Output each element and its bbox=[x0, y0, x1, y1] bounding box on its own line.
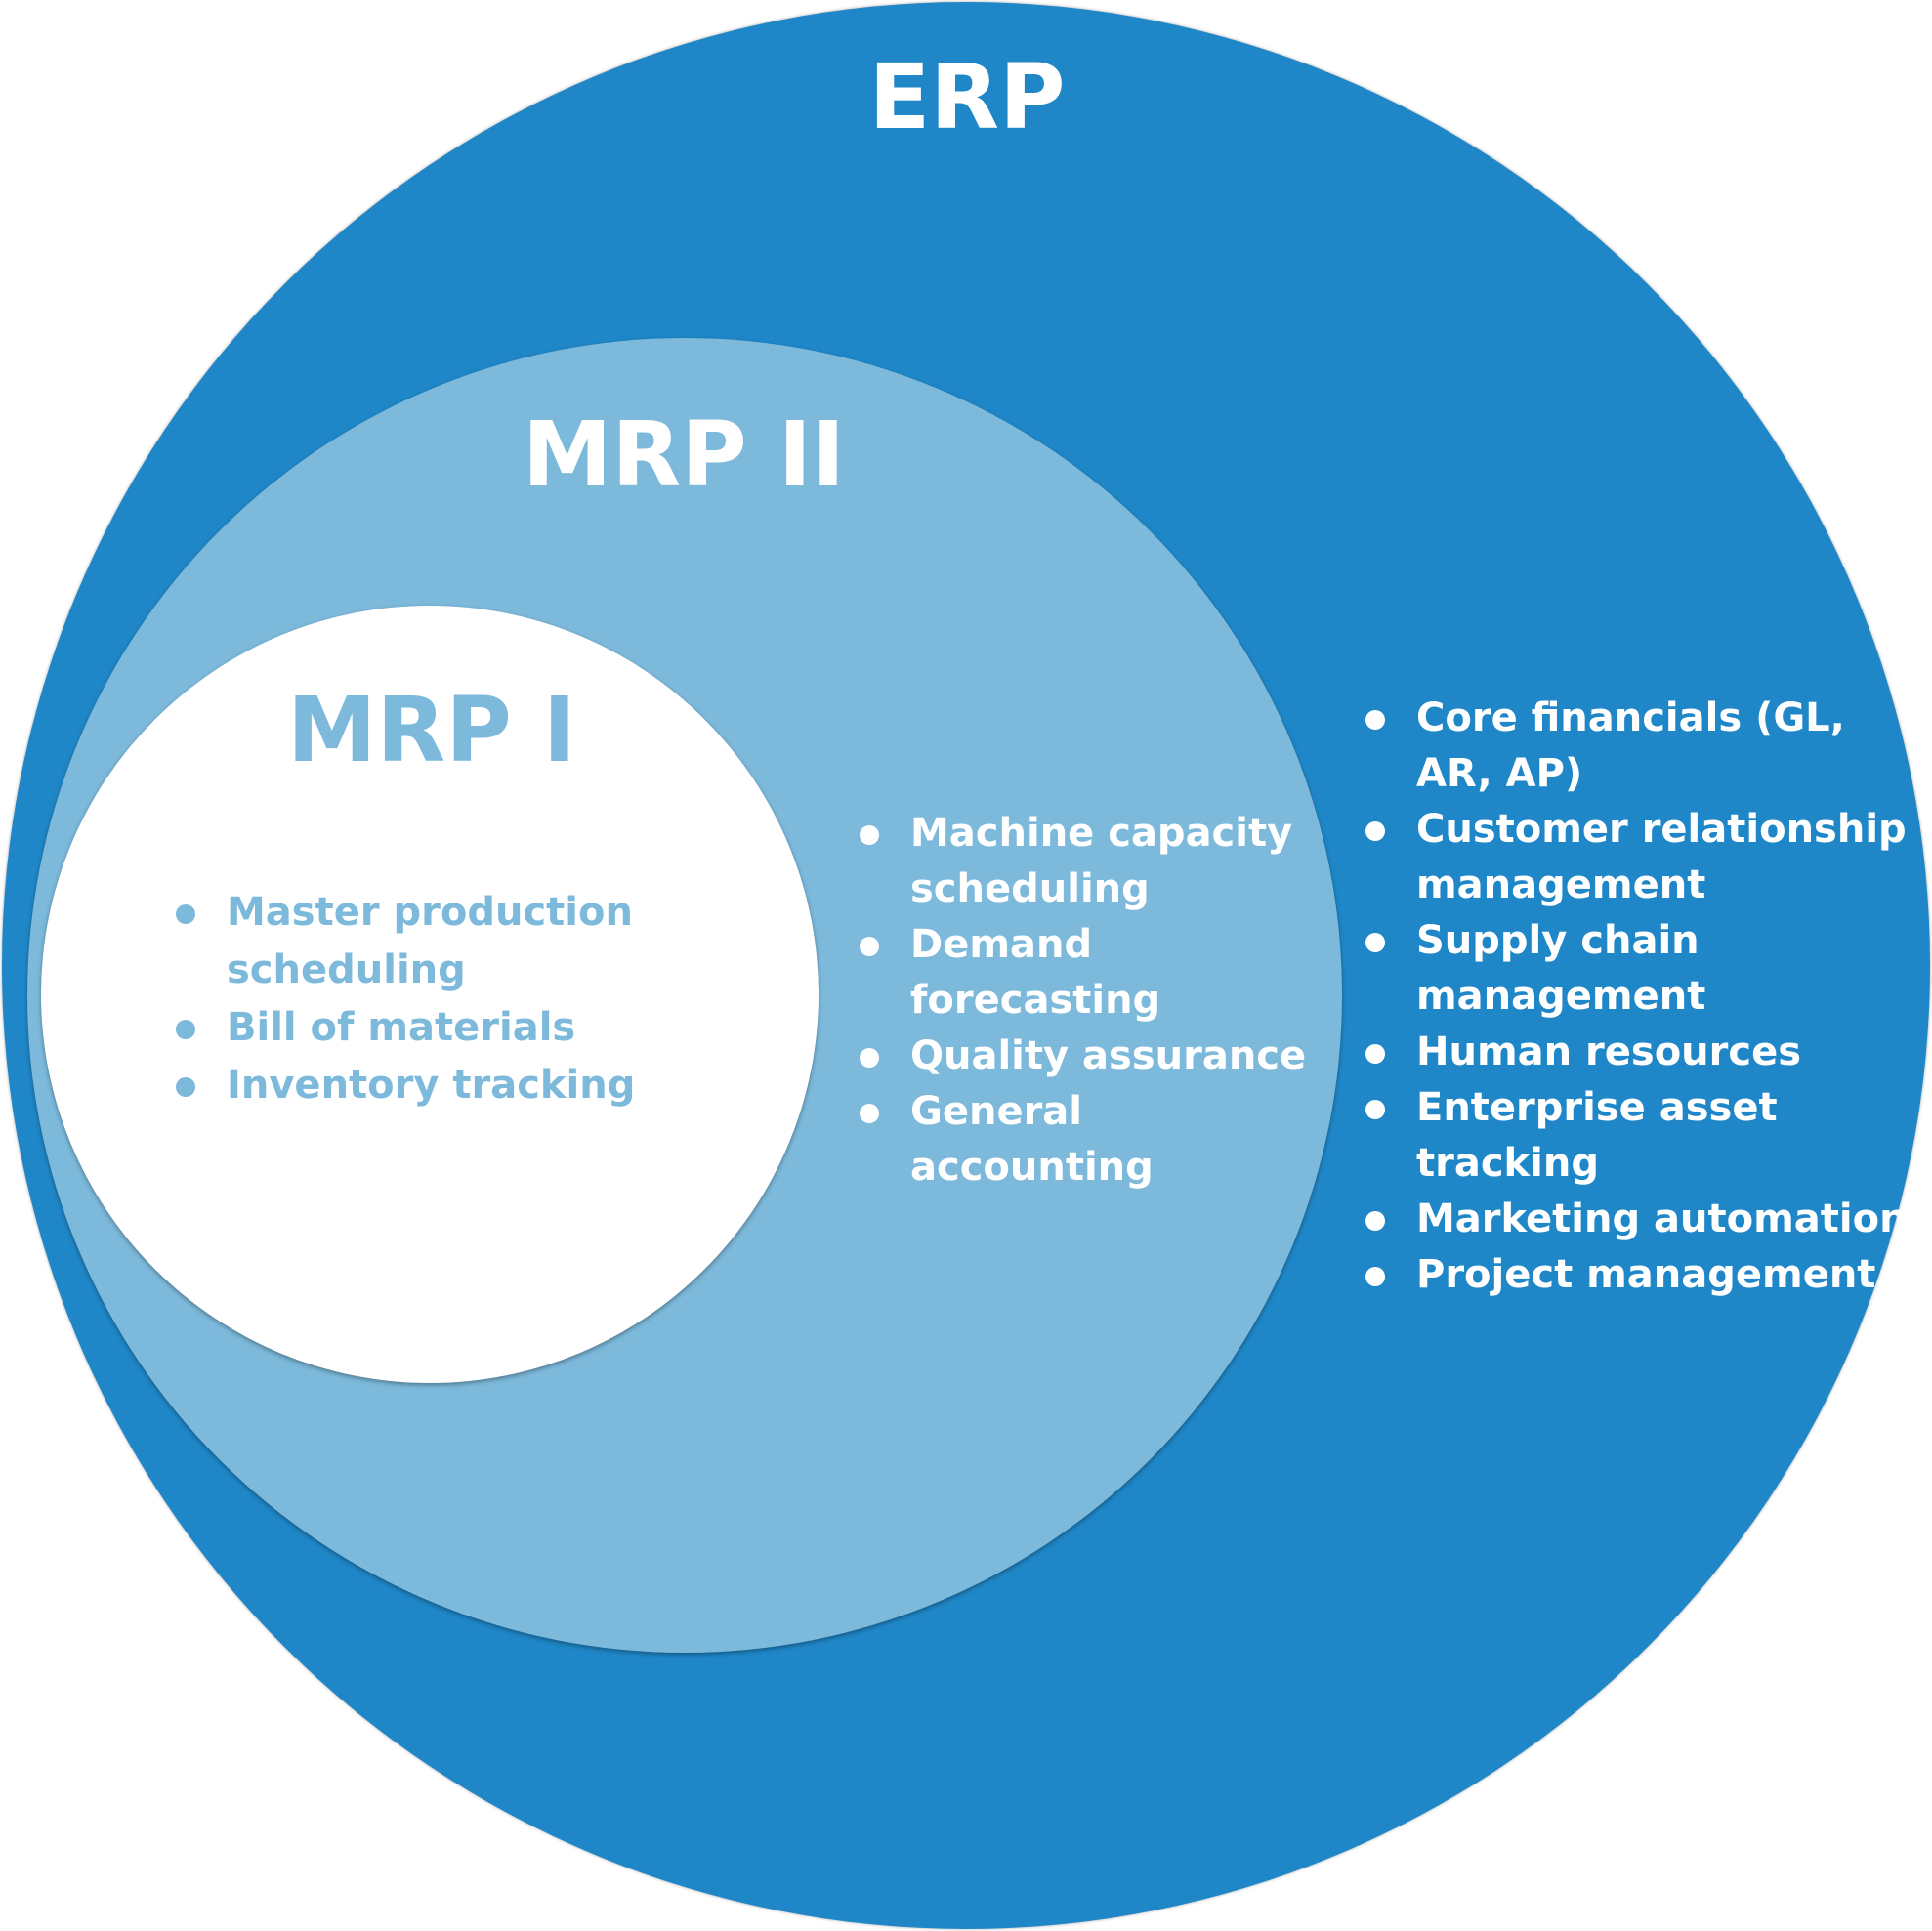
bullet-icon bbox=[860, 1104, 879, 1123]
list-item-label: Bill of materials bbox=[227, 1005, 576, 1050]
list-item: Master production scheduling bbox=[176, 884, 684, 999]
list-item-label: Supply chain management bbox=[1416, 918, 1706, 1019]
list-item: General accounting bbox=[860, 1084, 1309, 1196]
list-item: Demand forecasting bbox=[860, 917, 1309, 1028]
list-item-label: Core financials (GL, AR, AP) bbox=[1416, 695, 1845, 796]
list-item: Quality assurance bbox=[860, 1028, 1309, 1084]
list-item-label: Inventory tracking bbox=[227, 1063, 636, 1108]
bullet-icon bbox=[1365, 933, 1385, 952]
bullet-icon bbox=[176, 1077, 195, 1097]
list-item: Project management bbox=[1365, 1247, 1912, 1303]
list-item-label: General accounting bbox=[910, 1089, 1154, 1190]
bullet-icon bbox=[1365, 1267, 1385, 1286]
mrp2-title: MRP II bbox=[522, 402, 846, 507]
list-item-label: Enterprise asset tracking bbox=[1416, 1085, 1778, 1186]
bullet-icon bbox=[1365, 1211, 1385, 1231]
list-item: Enterprise asset tracking bbox=[1365, 1080, 1912, 1192]
bullet-icon bbox=[860, 825, 879, 845]
bullet-icon bbox=[1365, 821, 1385, 841]
erp-feature-list: Core financials (GL, AR, AP) Customer re… bbox=[1365, 691, 1912, 1303]
mrp1-feature-list: Master production scheduling Bill of mat… bbox=[176, 884, 684, 1114]
list-item: Machine capacity scheduling bbox=[860, 806, 1309, 917]
bullet-icon bbox=[860, 937, 879, 956]
list-item: Core financials (GL, AR, AP) bbox=[1365, 691, 1912, 802]
bullet-icon bbox=[860, 1048, 879, 1068]
mrp1-circle bbox=[41, 606, 819, 1383]
bullet-icon bbox=[1365, 1100, 1385, 1119]
list-item: Inventory tracking bbox=[176, 1057, 684, 1114]
list-item: Marketing automation bbox=[1365, 1192, 1912, 1247]
mrp1-title: MRP I bbox=[286, 678, 577, 782]
list-item-label: Quality assurance bbox=[910, 1033, 1307, 1078]
list-item-label: Demand forecasting bbox=[910, 922, 1161, 1023]
list-item-label: Machine capacity scheduling bbox=[910, 811, 1293, 911]
list-item-label: Marketing automation bbox=[1416, 1196, 1908, 1241]
mrp2-feature-list: Machine capacity scheduling Demand forec… bbox=[860, 806, 1309, 1196]
list-item: Human resources bbox=[1365, 1025, 1912, 1080]
bullet-icon bbox=[1365, 710, 1385, 730]
list-item-label: Master production scheduling bbox=[227, 890, 633, 992]
list-item-label: Project management bbox=[1416, 1252, 1876, 1297]
list-item-label: Customer relationship management bbox=[1416, 807, 1907, 907]
bullet-icon bbox=[176, 904, 195, 924]
list-item: Supply chain management bbox=[1365, 913, 1912, 1025]
bullet-icon bbox=[1365, 1044, 1385, 1064]
list-item: Customer relationship management bbox=[1365, 802, 1912, 913]
list-item: Bill of materials bbox=[176, 999, 684, 1057]
bullet-icon bbox=[176, 1020, 195, 1039]
list-item-label: Human resources bbox=[1416, 1029, 1802, 1074]
erp-title: ERP bbox=[868, 45, 1066, 149]
